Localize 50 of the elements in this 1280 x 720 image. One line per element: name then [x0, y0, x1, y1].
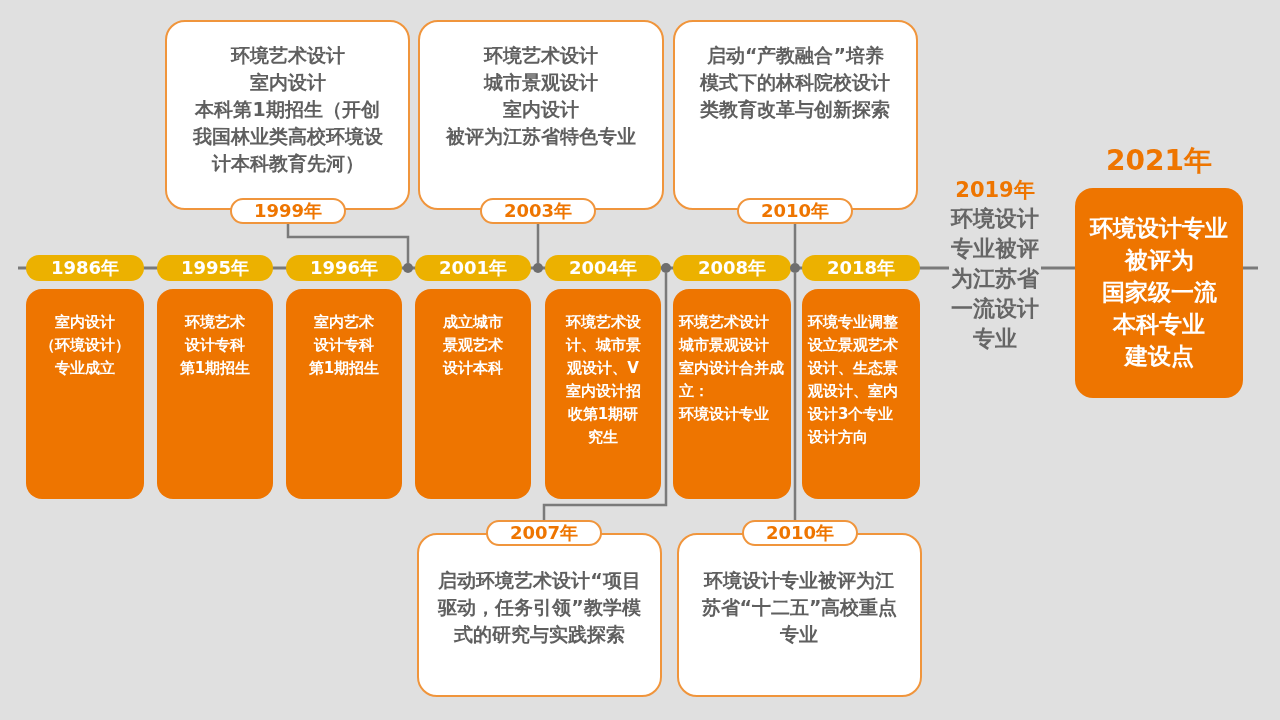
description-text: 本科第1期招生（开创我国林业类高校环境设计本科教育先河） [192, 97, 383, 176]
year-pill: 1995年 [157, 255, 273, 281]
year-badge: 2010年 [737, 198, 853, 224]
year-badge: 2007年 [486, 520, 602, 546]
connector-line [542, 273, 668, 520]
year-pill: 1986年 [26, 255, 144, 281]
connector-line [286, 224, 410, 263]
description-text: 环境艺术设计、城市景观设计、V室内设计招收第1期研究生 [564, 312, 642, 448]
description-text: 启动“产教融合”培养模式下的林科院校设计类教育改革与创新探索 [698, 43, 892, 122]
description-text: 专业成立 [54, 358, 116, 379]
description-text: 环境艺术设计专科第1期招生 [178, 312, 252, 379]
description-text: 本科专业 [1113, 310, 1205, 339]
description-text: 被评为 [1124, 246, 1194, 275]
year-pill: 2018年 [802, 255, 920, 281]
description-text: 室内设计合并成立： [679, 358, 785, 402]
description-text: 室内艺术设计专科第1期招生 [307, 312, 381, 379]
description-text: 室内设计 [502, 97, 580, 122]
year-pill: 2008年 [673, 255, 791, 281]
description-text: 环境艺术设计 [679, 312, 770, 333]
description-text: 环境专业调整设立景观艺术设计、生态景观设计、室内设计3个专业设计方向 [808, 312, 899, 448]
year-label: 2021年 [1105, 143, 1213, 179]
description-text: 启动环境艺术设计“项目驱动，任务引领”教学模式的研究与实践探索 [437, 568, 642, 647]
connector-line [793, 224, 797, 263]
timeline-dot [661, 263, 671, 273]
description-text: 城市景观设计 [482, 70, 599, 95]
year-pill: 1996年 [286, 255, 402, 281]
description-text: 室内设计 [248, 70, 327, 95]
timeline-dot [403, 263, 413, 273]
description-text: 环境设计专业被评为江苏省“十二五”高校重点专业 [700, 568, 899, 647]
timeline-dot [790, 263, 800, 273]
description-text: 环境艺术设计 [482, 43, 599, 68]
timeline-dot [533, 263, 543, 273]
description-text: 被评为江苏省特色专业 [446, 124, 636, 149]
description-text: 环境设计专业 [1090, 214, 1228, 243]
year-pill: 2001年 [415, 255, 531, 281]
description-text: 成立城市景观艺术设计本科 [441, 312, 504, 379]
description-text: （环境设计） [39, 335, 131, 356]
description-text: 城市景观设计 [679, 335, 770, 356]
connector-line [536, 224, 540, 263]
year-badge: 1999年 [230, 198, 346, 224]
description-text: 环境设计专业 [679, 404, 770, 425]
description-text: 建设点 [1124, 342, 1194, 371]
year-pill: 2004年 [545, 255, 661, 281]
description-text: 室内设计 [54, 312, 116, 333]
year-badge: 2003年 [480, 198, 596, 224]
year-label: 2019年 [954, 177, 1036, 204]
description-text: 环境艺术设计 [229, 43, 346, 68]
description-text: 国家级一流 [1101, 278, 1217, 307]
year-badge: 2010年 [742, 520, 858, 546]
connector-line [793, 273, 797, 520]
